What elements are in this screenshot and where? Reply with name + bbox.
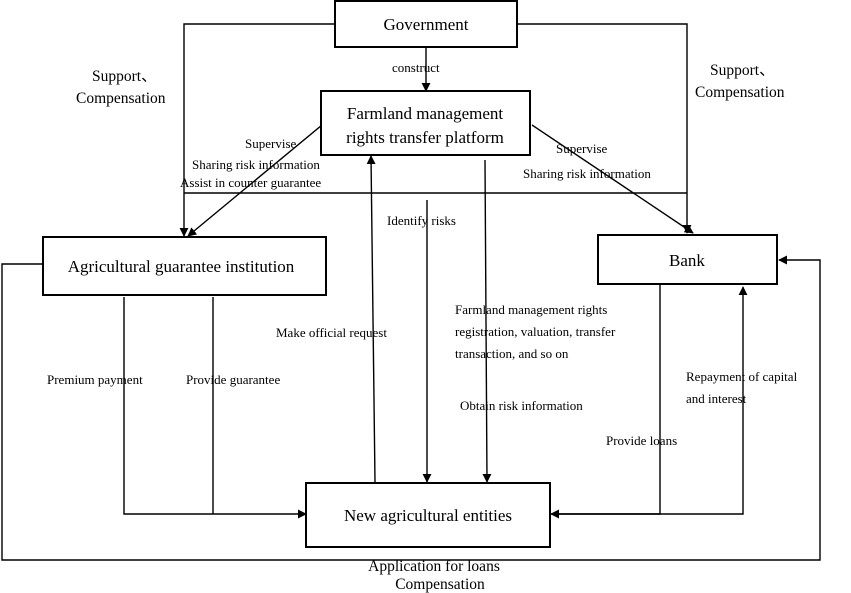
support-left-arrow [179, 23, 335, 237]
provide-loans-label: Provide loans [606, 433, 677, 448]
repayment-label-1: Repayment of capital [686, 369, 798, 384]
entities-label: New agricultural entities [344, 506, 512, 525]
farmland-label-3: transaction, and so on [455, 346, 569, 361]
farmland-services-arrow [482, 159, 492, 483]
official-request-arrow [366, 155, 376, 483]
obtain-risk-label: Obtain risk information [460, 398, 583, 413]
identify-risks-label: Identify risks [387, 213, 456, 228]
farmland-label-2: registration, valuation, transfer [455, 324, 616, 339]
supervise-right-arrow [531, 124, 694, 234]
outer-loop-arrow [1, 255, 821, 561]
assist-counter-label: Assist in counter guarantee [180, 175, 321, 190]
platform-label-line1: Farmland management [347, 104, 504, 123]
bank-node: Bank [597, 234, 778, 285]
bank-label: Bank [669, 251, 705, 270]
sharing-left-label: Sharing risk information [192, 157, 320, 172]
make-request-label: Make official request [276, 325, 387, 340]
sharing-right-label: Sharing risk information [523, 166, 651, 181]
supervise-right-label: Supervise [556, 141, 608, 156]
supervise-left-label: Supervise [245, 136, 297, 151]
support-right-label-2: Compensation [695, 84, 785, 101]
guarantee-node: Agricultural guarantee institution [42, 236, 327, 296]
support-right-label-1: Support、 [710, 62, 775, 79]
construct-label: construct [392, 60, 440, 75]
application-loans-label: Application for loans [368, 558, 500, 575]
repayment-label-2: and interest [686, 391, 747, 406]
provide-guarantee-label: Provide guarantee [186, 372, 280, 387]
support-left-label-1: Support、 [92, 68, 157, 85]
compensation-bottom-label: Compensation [395, 576, 485, 593]
supervise-left-arrow [187, 124, 323, 237]
platform-label-line2: rights transfer platform [346, 128, 504, 147]
support-left-label-2: Compensation [76, 90, 166, 107]
guarantee-label: Agricultural guarantee institution [68, 257, 295, 276]
repayment-arrow [552, 286, 748, 515]
support-right-arrow [517, 23, 692, 234]
government-node: Government [334, 0, 518, 48]
entities-node: New agricultural entities [305, 482, 551, 548]
platform-node: Farmland management rights transfer plat… [320, 90, 531, 156]
premium-label: Premium payment [47, 372, 143, 387]
government-label: Government [384, 15, 469, 34]
premium-payment-line [123, 297, 307, 519]
farmland-label-1: Farmland management rights [455, 302, 607, 317]
